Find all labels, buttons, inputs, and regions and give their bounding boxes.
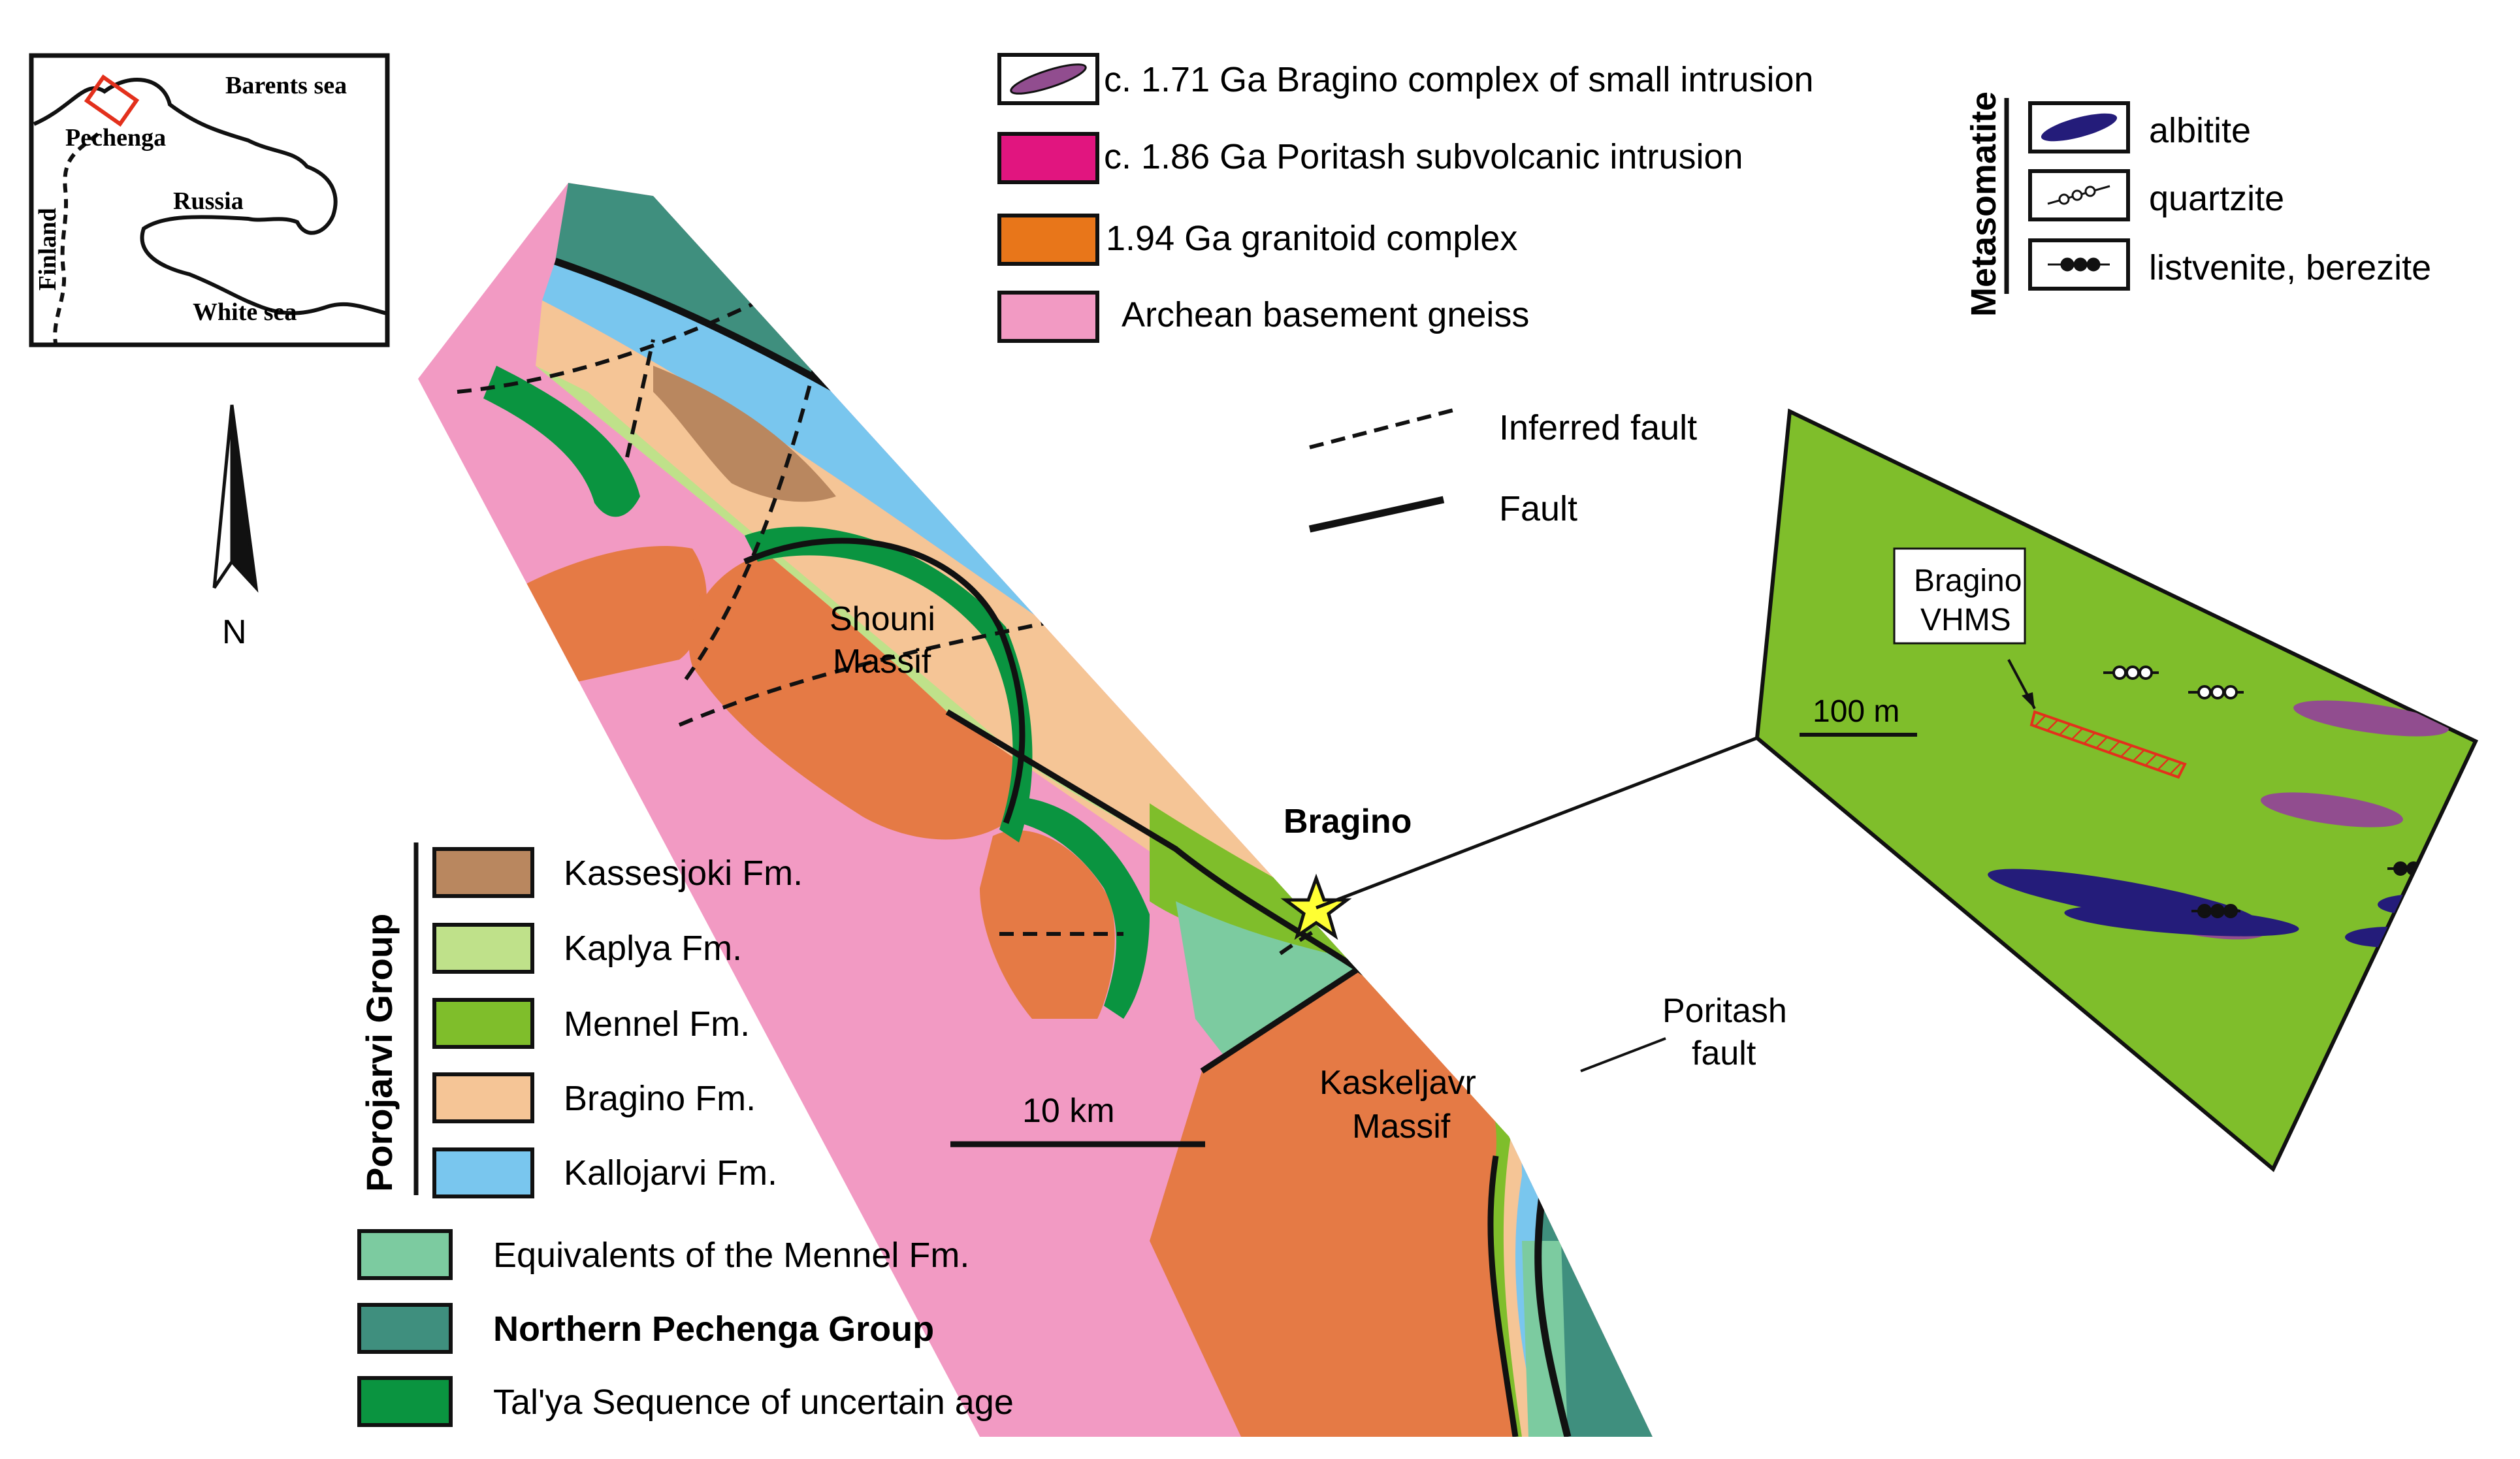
fault-kaskeljavr-south — [1487, 1155, 1519, 1437]
kaplya-label: Kaplya Fm. — [564, 929, 742, 968]
label-kaskeljavr-1: Kaskeljavr — [1319, 1064, 1476, 1102]
granitoid-central — [980, 830, 1115, 1019]
inset-label-finland: Finland — [34, 208, 61, 291]
vhms-callout-box — [1893, 547, 2026, 645]
quartzite-label: quartzite — [2149, 179, 2284, 218]
kassesjoki-label: Kassesjoki Fm. — [564, 854, 803, 893]
detail-scale-label: 100 m — [1813, 694, 1899, 729]
kaplya-band — [536, 366, 1176, 849]
kallojarvi-swatch — [432, 1147, 534, 1198]
legend-porojarvi: Porojarvi Group Kassesjoki Fm. Kaplya Fm… — [359, 842, 803, 1198]
inset-label-pechenga: Pechenga — [65, 124, 166, 152]
legend-metasomatite: Metasomatite albitite quartzite listveni… — [1964, 91, 2431, 317]
listvenite-icon — [2048, 257, 2110, 272]
label-shouni-1: Shouni — [830, 600, 935, 638]
albitite-label: albitite — [2149, 111, 2251, 150]
legend-top-label-1: c. 1.71 Ga Bragino complex of small intr… — [1104, 60, 1814, 99]
talya-sequence-1 — [483, 366, 640, 517]
northern-pechenga-label: Northern Pechenga Group — [493, 1309, 934, 1349]
kallojarvi-label: Kallojarvi Fm. — [564, 1153, 777, 1193]
fault-kaskeljavr — [1200, 957, 1374, 1074]
inset-label-white-sea: White sea — [193, 298, 297, 326]
legend-faults: Inferred fault Fault — [1308, 408, 1697, 533]
legend-top-label-4: Archean basement gneiss — [1122, 295, 1529, 334]
vhms-callout-line-2: VHMS — [1920, 603, 2011, 637]
fault-label: Fault — [1499, 489, 1577, 528]
talya-label: Tal'ya Sequence of uncertain age — [493, 1383, 1014, 1422]
bragino-complex-icon — [1010, 63, 1087, 95]
label-poritash-1: Poritash — [1662, 992, 1787, 1030]
bragino-intrusion-2 — [2261, 792, 2403, 827]
coastline — [33, 78, 387, 315]
kassesjoki-swatch — [432, 847, 534, 898]
main-scale-bar: 10 km — [950, 1092, 1205, 1147]
quartzite-icon — [2047, 185, 2110, 205]
porojarvi-title: Porojarvi Group — [359, 914, 400, 1192]
gneiss-swatch — [997, 291, 1099, 343]
north-label: N — [222, 613, 247, 651]
inferred-fault-1 — [457, 259, 837, 394]
study-area-marker — [84, 74, 140, 127]
poritash-swatch — [997, 132, 1099, 184]
label-bragino: Bragino — [1284, 803, 1412, 841]
detail-scale-bar: 100 m — [1800, 694, 1917, 737]
kaplya-swatch — [432, 923, 534, 974]
listvenite-label: listvenite, berezite — [2149, 248, 2431, 287]
albitite-body-4 — [2345, 927, 2436, 948]
inferred-fault-label: Inferred fault — [1499, 408, 1697, 447]
legend-top: c. 1.71 Ga Bragino complex of small intr… — [997, 53, 1814, 343]
label-kaskeljavr-2: Massif — [1352, 1108, 1451, 1146]
albitite-body-2 — [2064, 905, 2299, 937]
talya-sequence-2 — [745, 526, 1033, 842]
northern-pechenga-swatch — [357, 1303, 453, 1354]
talya-sequence-3 — [1019, 797, 1150, 1019]
bragino-intrusion-1 — [2293, 700, 2449, 737]
main-scale-label: 10 km — [1022, 1092, 1115, 1130]
albitite-icon — [2041, 113, 2118, 142]
talya-swatch — [357, 1376, 453, 1427]
mennel-label: Mennel Fm. — [564, 1004, 750, 1044]
poritash-leader — [1580, 1037, 1666, 1072]
detail-connector-1 — [1316, 736, 1758, 910]
north-arrow: N — [212, 404, 259, 651]
detail-panel: Bragino VHMS 100 m — [1316, 408, 2478, 1172]
metasomatite-title: Metasomatite — [1964, 91, 2003, 317]
legend-top-label-3: 1.94 Ga granitoid complex — [1106, 219, 1517, 258]
mennel-swatch — [432, 998, 534, 1049]
inferred-fault-5 — [1279, 841, 1634, 955]
inferred-fault-4 — [678, 566, 1307, 727]
legend-bottom: Equivalents of the Mennel Fm. Northern P… — [357, 1229, 1014, 1427]
inset-location-map: Barents sea Pechenga Russia Finland Whit… — [29, 53, 390, 347]
fault-icon — [1308, 496, 1445, 533]
label-poritash-2: fault — [1692, 1034, 1756, 1072]
legend-top-label-2: c. 1.86 Ga Poritash subvolcanic intrusio… — [1104, 137, 1743, 176]
fault-shouni — [743, 537, 1026, 824]
kaskeljavr-massif — [1150, 960, 1515, 1437]
bragino-fm-label: Bragino Fm. — [564, 1079, 756, 1118]
inferred-fault-3 — [625, 339, 655, 458]
kassesjoki-band — [653, 366, 836, 502]
inset-label-barents: Barents sea — [225, 72, 347, 99]
mennel-equivalents-label: Equivalents of the Mennel Fm. — [493, 1236, 969, 1275]
mennel-equivalents-swatch — [357, 1229, 453, 1280]
finland-border — [53, 132, 99, 344]
albitite-body-3 — [2378, 894, 2456, 915]
bragino-fm-swatch — [432, 1072, 534, 1123]
inferred-fault-icon — [1309, 408, 1454, 449]
vhms-body — [2029, 710, 2187, 779]
inferred-fault-7 — [809, 305, 896, 368]
label-shouni-2: Massif — [833, 643, 931, 681]
vhms-callout-line-1: Bragino — [1914, 564, 2022, 598]
granitoid-swatch — [997, 214, 1099, 266]
inset-label-russia: Russia — [173, 187, 244, 215]
